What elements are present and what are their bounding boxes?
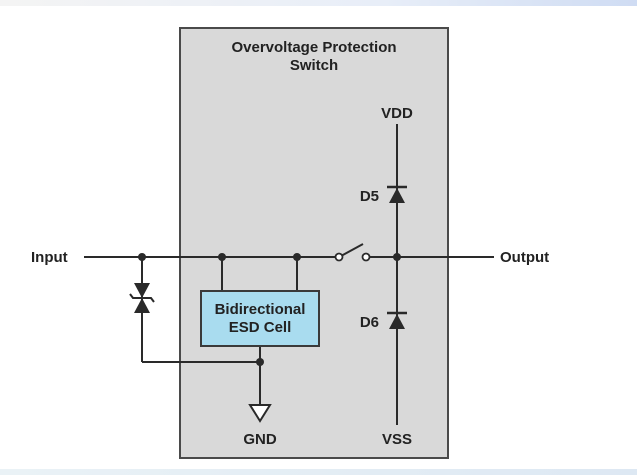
diode-d5 xyxy=(387,185,407,203)
esd-cell-label-line2: ESD Cell xyxy=(229,319,292,336)
switch-blade xyxy=(340,243,364,257)
protection-switch-box xyxy=(179,27,449,459)
junction-dots xyxy=(138,253,401,366)
box-title-line1: Overvoltage Protection xyxy=(231,39,396,56)
ground-symbol xyxy=(248,404,272,423)
switch-contact-left xyxy=(334,252,344,262)
gnd-label: GND xyxy=(243,431,277,448)
output-label: Output xyxy=(500,249,549,266)
vss-label: VSS xyxy=(382,431,412,448)
switch-contact-right xyxy=(361,252,371,262)
input-label: Input xyxy=(31,249,68,266)
top-strip xyxy=(0,0,637,6)
esd-cell-label-line1: Bidirectional xyxy=(215,301,306,318)
junction-tvs xyxy=(138,253,146,261)
d5-label: D5 xyxy=(360,188,379,205)
d6-label: D6 xyxy=(360,314,379,331)
junction-esd-right xyxy=(293,253,301,261)
junction-gnd xyxy=(256,358,264,366)
box-title-line2: Switch xyxy=(290,57,338,74)
bottom-strip xyxy=(0,469,637,475)
junction-output xyxy=(393,253,401,261)
tvs-diode xyxy=(129,283,155,313)
esd-cell-box xyxy=(200,290,320,347)
vdd-label: VDD xyxy=(381,105,413,122)
diode-d6 xyxy=(387,311,407,329)
junction-esd-left xyxy=(218,253,226,261)
wires xyxy=(84,124,494,425)
